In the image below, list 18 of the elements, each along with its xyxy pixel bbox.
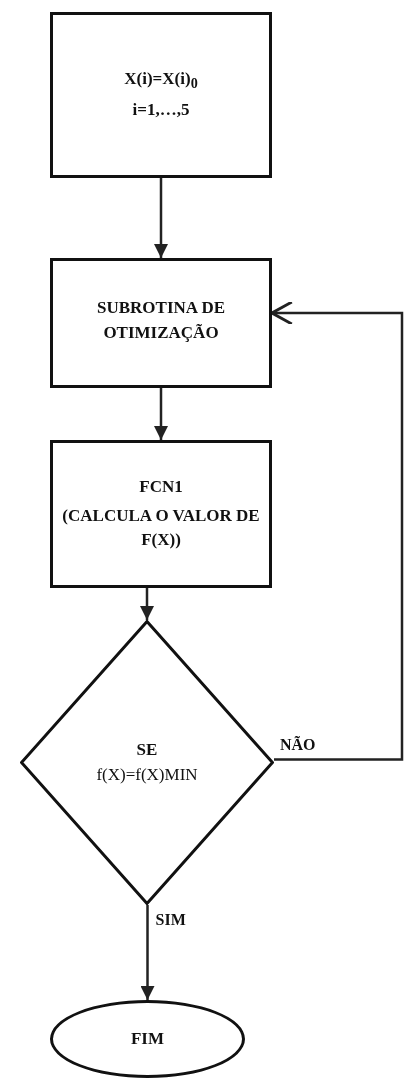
node-text: FCN1	[139, 476, 183, 499]
process-box	[50, 258, 272, 388]
arrow	[140, 588, 154, 620]
process-box	[50, 12, 272, 178]
node-text: X(i)=X(i)$_{0}$	[124, 68, 198, 94]
arrow	[270, 300, 404, 761]
node-text: FIM	[130, 1027, 164, 1050]
arrow	[154, 388, 168, 440]
node-text: i=1,…,5	[132, 99, 190, 122]
decision-diamond	[20, 620, 274, 905]
node-text: SUBROTINA DE OTIMIZAÇÃO	[96, 297, 226, 344]
process-box	[50, 440, 272, 588]
arrow	[154, 178, 168, 258]
node-text: (CALCULA O VALOR DE F(X))	[61, 504, 261, 552]
node-text: f(X)=f(X)MIN	[96, 763, 198, 786]
arrow	[140, 905, 155, 1000]
terminal-ellipse	[50, 1000, 245, 1078]
node-text: SE	[136, 738, 158, 761]
